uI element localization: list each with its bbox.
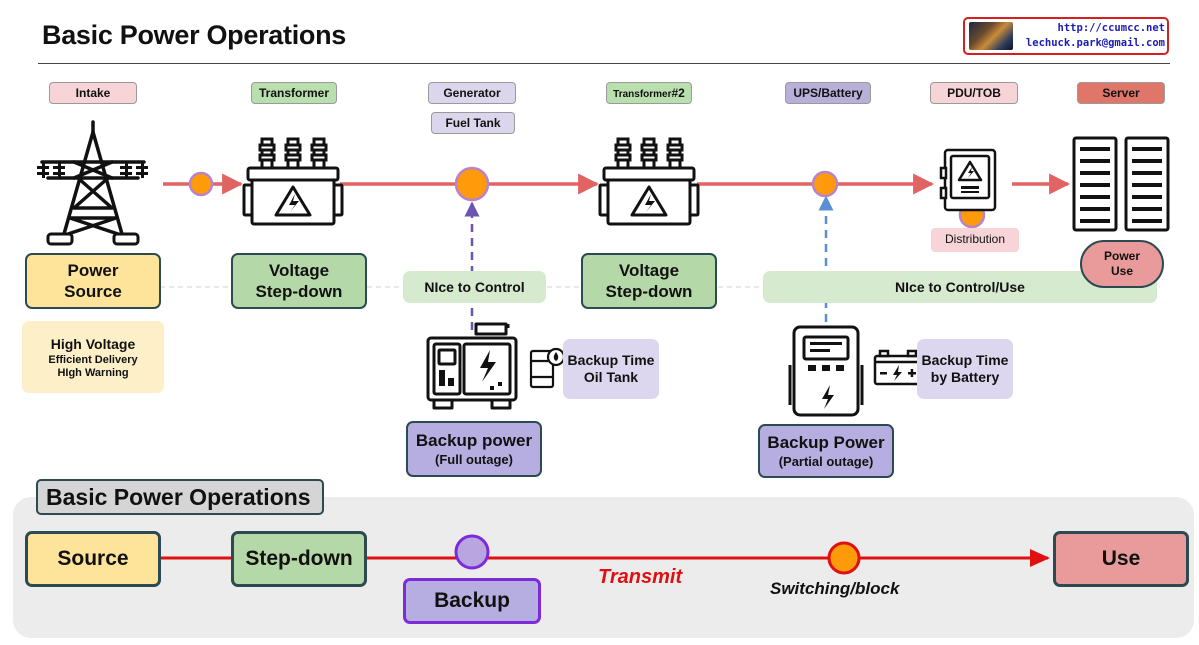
distribution-label: Distribution [931, 228, 1019, 252]
oil-tank-note: Backup Time Oil Tank [563, 339, 659, 399]
summary-title: Basic Power Operations [36, 479, 324, 515]
brand-badge: http://ccumcc.net lechuck.park@gmail.com [963, 17, 1169, 55]
power-source-box: Power Source [25, 253, 161, 309]
power-source-line-1: Power [67, 261, 119, 280]
backup-partial-line-1: Backup Power [767, 433, 885, 452]
oil-drum-icon [529, 347, 566, 389]
step-down-2-line-1: Voltage [618, 261, 680, 280]
summary-panel [13, 497, 1194, 638]
stage-tag-transformer: Transformer [251, 82, 337, 104]
battery-note: Backup Time by Battery [917, 339, 1013, 399]
node-generator [454, 166, 490, 202]
step-down-1-line-1: Voltage [268, 261, 330, 280]
backup-partial-line-2: (Partial outage) [778, 454, 874, 469]
summary-backup-node [454, 534, 490, 570]
backup-power-partial-box: Backup Power (Partial outage) [758, 424, 894, 478]
stage-tag-pdu-tob: PDU/TOB [930, 82, 1018, 104]
high-voltage-line-2: Efficient Delivery [48, 354, 138, 366]
server-rack-icon [1072, 136, 1170, 232]
battery-line-2: by Battery [930, 369, 1000, 385]
summary-step-down-box: Step-down [231, 531, 367, 587]
oil-tank-line-2: Oil Tank [583, 369, 639, 385]
voltage-step-down-box-2: Voltage Step-down [581, 253, 717, 309]
summary-switch-node [827, 541, 861, 575]
high-voltage-line-3: HIgh Warning [57, 367, 129, 379]
high-voltage-title: High Voltage [50, 336, 136, 352]
high-voltage-note: High Voltage Efficient Delivery HIgh War… [22, 321, 164, 393]
transformer-2-icon [598, 137, 700, 226]
switching-block-label: Switching/block [770, 579, 900, 598]
power-use-line-2: Use [1110, 264, 1133, 278]
brand-email[interactable]: lechuck.park@gmail.com [1025, 37, 1165, 49]
voltage-step-down-box-1: Voltage Step-down [231, 253, 367, 309]
nice-to-control-bar: NIce to Control [403, 271, 546, 303]
stage-tag-transformer-2: Transformer#2 [606, 82, 692, 104]
node-ups [811, 170, 839, 198]
power-source-line-2: Source [64, 282, 122, 301]
backup-full-line-1: Backup power [415, 431, 533, 450]
backup-full-line-2: (Full outage) [435, 452, 513, 467]
oil-tank-line-1: Backup Time [567, 352, 655, 368]
transmit-label: Transmit [598, 566, 683, 588]
power-use-line-1: Power [1103, 249, 1140, 263]
transformer-2-suffix: #2 [671, 86, 685, 100]
step-down-1-line-2: Step-down [255, 282, 343, 301]
stage-tag-server: Server [1077, 82, 1165, 104]
pdu-cabinet-icon [939, 148, 997, 212]
step-down-2-line-2: Step-down [605, 282, 693, 301]
summary-backup-box: Backup [403, 578, 541, 624]
transmission-tower-icon [37, 120, 148, 246]
battery-line-1: Backup Time [921, 352, 1009, 368]
stage-tag-intake: Intake [49, 82, 137, 104]
transformer-icon [242, 137, 344, 226]
backup-power-full-box: Backup power (Full outage) [406, 421, 542, 477]
ups-icon [788, 325, 864, 417]
stage-tag-generator: Generator [428, 82, 516, 104]
brand-url[interactable]: http://ccumcc.net [1057, 22, 1165, 34]
stage-tag-fuel-tank: Fuel Tank [431, 112, 515, 134]
brand-logo-image [969, 22, 1013, 50]
generator-icon [426, 322, 518, 410]
stage-tag-ups-battery: UPS/Battery [785, 82, 871, 104]
summary-source-box: Source [25, 531, 161, 587]
title-divider [38, 63, 1170, 64]
page-title: Basic Power Operations [42, 20, 347, 50]
power-use-box: Power Use [1080, 240, 1164, 288]
node-intake [188, 171, 214, 197]
summary-use-box: Use [1053, 531, 1189, 587]
transformer-2-main-text: Transformer [613, 89, 672, 100]
